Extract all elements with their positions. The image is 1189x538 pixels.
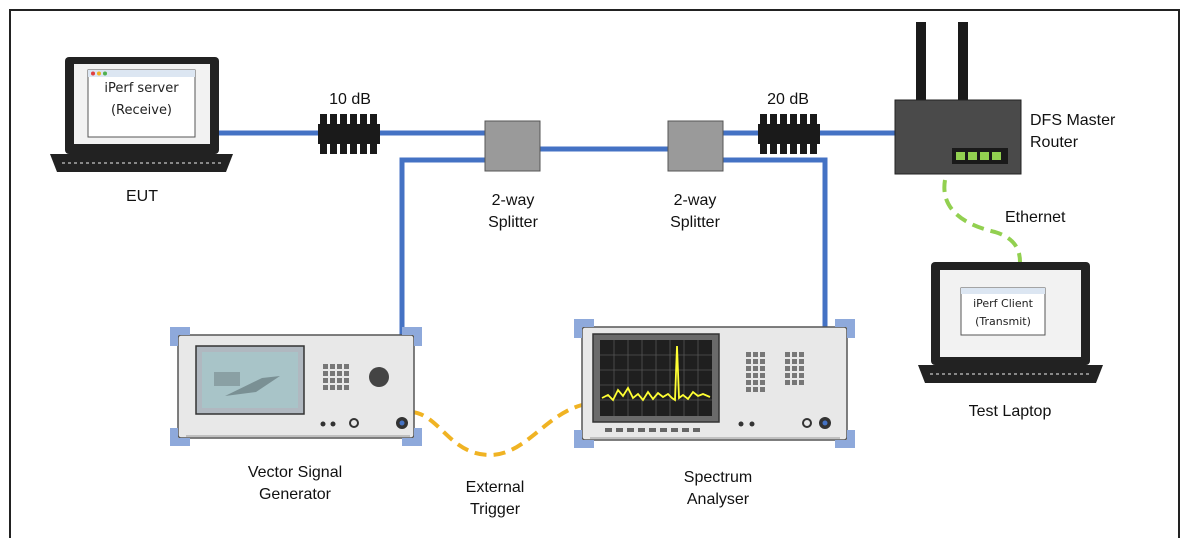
vsg-display-graphic — [214, 372, 240, 386]
router-antenna — [958, 22, 968, 104]
attenuator-10db — [318, 114, 380, 154]
attenuator-20db-label: 20 dB — [767, 91, 809, 108]
vsg-keypad — [323, 364, 349, 390]
router-port-icon — [992, 152, 1001, 160]
vsg-bumper — [402, 327, 422, 346]
vsg-button-icon — [320, 421, 326, 427]
test-window-titlebar — [961, 288, 1045, 294]
eut-label: EUT — [126, 188, 158, 205]
splitter-left-label-line2: Splitter — [488, 214, 538, 231]
router-port-icon — [956, 152, 965, 160]
analyser-bumper — [574, 319, 594, 338]
analyser-bumper — [835, 430, 855, 448]
router-label-line2: Router — [1030, 134, 1079, 151]
splitter-right-label-line1: 2-way — [673, 192, 717, 209]
vsg-label-line1: Vector Signal — [247, 464, 343, 481]
analyser-rf-port-icon — [822, 420, 828, 426]
dfs-router — [894, 22, 1022, 175]
vsg-bumper — [170, 428, 190, 446]
router-label-line1: DFS Master — [1030, 112, 1116, 129]
analyser-bumper — [574, 430, 594, 448]
vsg-connector-icon — [349, 418, 359, 428]
analyser-button-icon — [749, 421, 755, 427]
test-laptop-label: Test Laptop — [968, 403, 1052, 420]
splitter-left-box — [484, 120, 541, 172]
router-port-icon — [980, 152, 989, 160]
router-antenna — [916, 22, 926, 104]
analyser-connector-icon — [802, 418, 812, 428]
diagram-frame — [9, 9, 1180, 538]
router-port-icon — [968, 152, 977, 160]
attenuator-10db-label: 10 dB — [329, 91, 371, 108]
test-window — [960, 287, 1046, 336]
analyser-grid — [600, 340, 712, 416]
eut-screen-line2: (Receive) — [110, 103, 173, 118]
trigger-label-line1: External — [465, 479, 525, 496]
trigger-label-line2: Trigger — [469, 501, 521, 518]
vsg-bumper — [402, 428, 422, 446]
analyser-label-line1: Spectrum — [683, 469, 753, 486]
test-laptop — [918, 262, 1103, 383]
analyser-button-icon — [738, 421, 744, 427]
vector-signal-generator — [170, 327, 422, 446]
analyser-softkeys — [605, 428, 700, 432]
eut-window-button-icon — [91, 71, 95, 76]
ethernet-cable — [942, 179, 1022, 263]
test-screen-line1: iPerf Client — [973, 297, 1033, 310]
eut-laptop — [50, 57, 233, 172]
vsg-display-graphic — [225, 376, 280, 396]
eut-window-titlebar — [88, 70, 195, 77]
splitter-right-label-line2: Splitter — [670, 214, 720, 231]
ethernet-label: Ethernet — [1005, 209, 1066, 226]
analyser-keypad — [746, 352, 804, 392]
vsg-bumper — [170, 327, 190, 346]
vsg-rf-port-icon — [399, 420, 405, 426]
splitter-left-label-line1: 2-way — [491, 192, 535, 209]
external-trigger-cable — [411, 403, 583, 458]
vsg-button-icon — [330, 421, 336, 427]
eut-window-button-icon — [97, 71, 101, 76]
analyser-label-line2: Analyser — [686, 491, 750, 508]
eut-window — [87, 69, 196, 138]
vsg-knob-icon — [369, 367, 389, 387]
analyser-trace — [601, 345, 711, 402]
eut-screen-line1: iPerf server — [104, 81, 179, 96]
analyser-bumper — [835, 319, 855, 338]
test-screen-line2: (Transmit) — [975, 315, 1031, 328]
eut-window-button-icon — [103, 71, 107, 76]
spectrum-analyser — [574, 319, 855, 448]
attenuator-20db — [758, 114, 820, 154]
splitter-right-box — [667, 120, 724, 172]
vsg-label-line2: Generator — [258, 486, 332, 503]
